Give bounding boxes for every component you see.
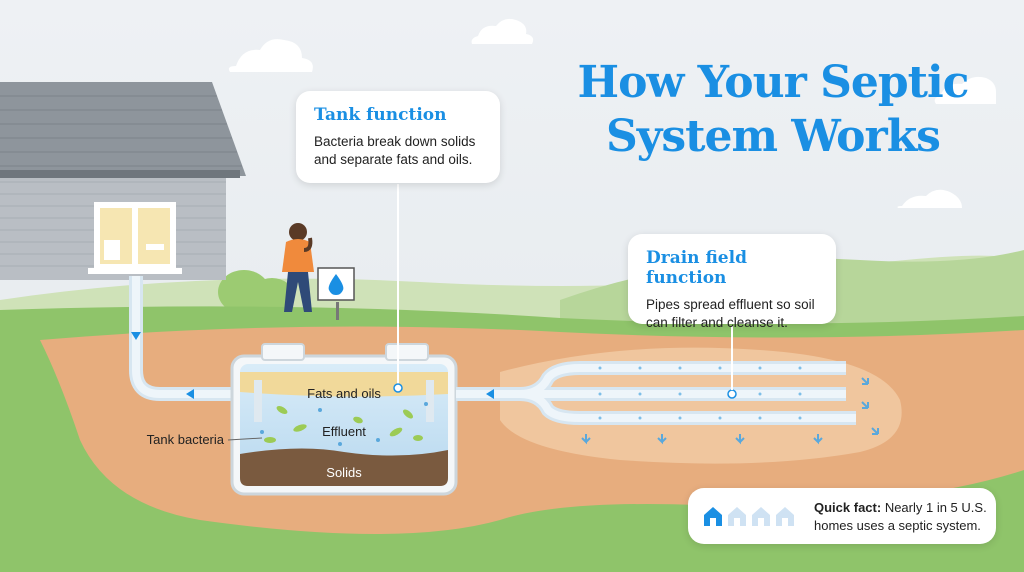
toilet-icon — [104, 240, 120, 260]
house-icon — [752, 507, 770, 526]
quick-fact-text: Quick fact: Nearly 1 in 5 U.S. homes use… — [814, 499, 990, 535]
homeowner-figure — [282, 223, 314, 312]
page-title: How Your Septic System Works — [548, 56, 998, 164]
tank-callout-heading: Tank function — [314, 105, 447, 125]
drain-callout-heading: Drain field function — [646, 248, 747, 288]
effluent-label: Effluent — [322, 424, 366, 439]
house-icon — [704, 507, 722, 526]
bushes — [218, 270, 294, 314]
drain-field-bed — [500, 347, 902, 464]
inlet-pipe — [129, 276, 246, 401]
bacteria-icons — [264, 406, 423, 443]
water-sign — [317, 267, 355, 320]
fats-label: Fats and oils — [307, 386, 381, 401]
tank-lid-right — [385, 343, 429, 361]
house-icons-row — [704, 507, 794, 526]
title-line-1: How Your Septic — [577, 57, 970, 108]
quick-fact-card: Quick fact: Nearly 1 in 5 U.S. homes use… — [688, 488, 996, 544]
title-line-2: System Works — [606, 111, 941, 162]
drain-callout-anchor — [727, 389, 737, 399]
tank-bacteria-label: Tank bacteria — [147, 432, 225, 447]
house-icon — [728, 507, 746, 526]
solids-label: Solids — [326, 465, 362, 480]
drain-field-pipes — [456, 361, 879, 445]
bacteria-leader — [227, 437, 263, 441]
house — [0, 82, 246, 280]
clouds — [228, 18, 996, 208]
septic-tank — [230, 343, 458, 496]
tank-function-callout: Tank function Bacteria break down solids… — [296, 91, 500, 183]
quick-fact-label: Quick fact: — [814, 500, 882, 515]
water-drop-icon — [328, 274, 344, 295]
quick-fact-body: Nearly 1 in 5 U.S. homes uses a septic s… — [814, 500, 987, 533]
house-icon — [776, 507, 794, 526]
drain-callout-body: Pipes spread effluent so soil can filter… — [646, 297, 815, 330]
tank-lid-left — [261, 343, 305, 361]
tank-callout-body: Bacteria break down solids and separate … — [314, 134, 476, 167]
seepage-arrows — [581, 377, 879, 445]
drain-field-callout: Drain field function Pipes spread efflue… — [628, 234, 836, 330]
sink-icon — [146, 244, 164, 250]
solids-layer — [240, 448, 448, 486]
tank-callout-anchor — [393, 383, 403, 393]
